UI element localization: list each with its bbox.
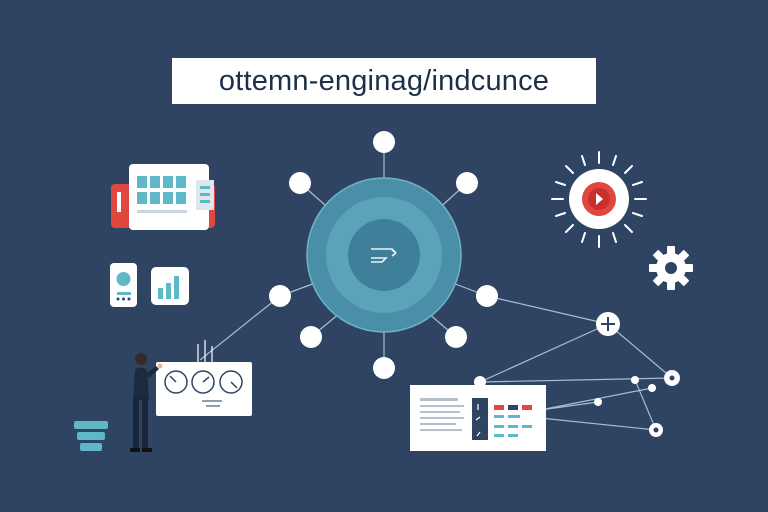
flow-arrows-icon <box>371 248 397 263</box>
central-hub <box>306 177 462 333</box>
node-bottom-right <box>445 326 467 348</box>
node-top-right <box>456 172 478 194</box>
person-presenting-icon <box>130 353 163 452</box>
gear-icon <box>649 246 693 290</box>
node-right <box>476 285 498 307</box>
document-table-icon <box>410 385 546 451</box>
banner-title: ottemn-enginag/indcunce <box>172 58 596 104</box>
node-bottom <box>373 357 395 379</box>
dashboard-building-icon <box>111 164 215 230</box>
database-stack-icon <box>74 421 108 451</box>
node-top <box>373 131 395 153</box>
satellite-nodes <box>269 131 498 379</box>
banner-title-text: ottemn-enginag/indcunce <box>218 64 550 97</box>
gauge-board-icon <box>156 340 252 416</box>
node-top-left <box>289 172 311 194</box>
record-sun-icon <box>551 151 647 248</box>
node-left <box>269 285 291 307</box>
node-bottom-left <box>300 326 322 348</box>
bar-chart-icon <box>151 267 189 305</box>
phone-icon <box>110 263 137 307</box>
